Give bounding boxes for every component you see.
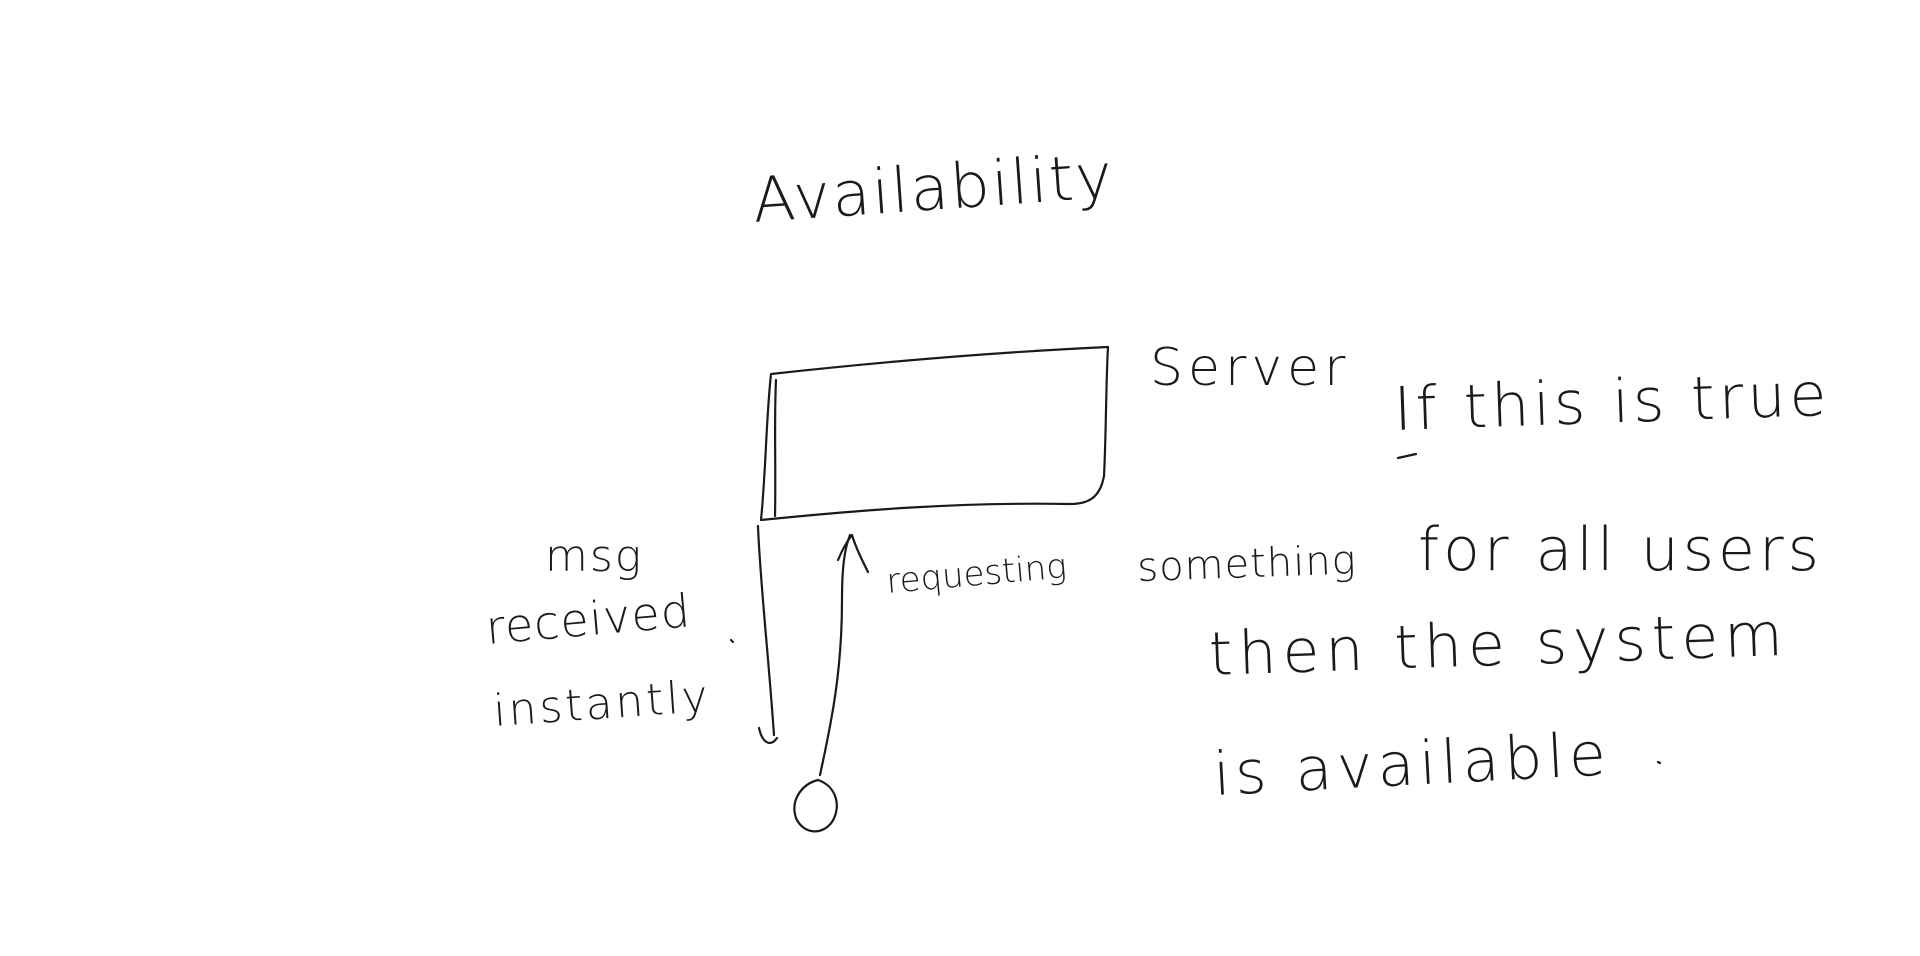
server-box [759,345,1110,522]
user-node [793,778,838,833]
request-arrow [818,533,852,777]
response-arrow [756,524,776,737]
ink-dash [1396,452,1418,460]
msg-note-line-1: msg [545,531,644,582]
response-arrowhead [757,726,779,745]
server-box-inner-edge [773,378,778,518]
note-line-1: If this is true [1392,359,1832,445]
request-label-tail: something [1136,537,1358,591]
note-line-2: for all users [1418,515,1823,585]
request-arrowhead [836,533,870,574]
server-label: Server [1150,338,1351,398]
ink-dot [729,638,735,644]
ink-dot [1656,760,1662,765]
